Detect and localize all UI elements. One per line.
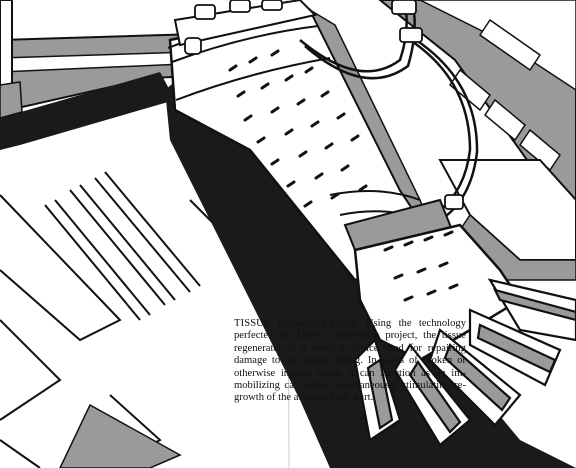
tissue-regenerator-caption: TISSUE REGENERATOR: Using the technology… (234, 318, 466, 405)
floor-lower-gray (59, 403, 182, 468)
pillar-left-base (0, 81, 23, 119)
cast-vent-slits (228, 49, 368, 208)
glove-vent-slits (383, 230, 459, 302)
tube-connectors (391, 0, 464, 210)
wall-shadow (0, 72, 175, 150)
caption-title: TISSUE REGENERATOR: (234, 318, 359, 329)
caption-body: Using the technology perfected for Derec… (234, 318, 466, 404)
cast-top-cap (173, 0, 317, 47)
cap-knobs (184, 0, 283, 55)
right-panel-slots (449, 18, 561, 172)
glove-fingers (353, 278, 576, 447)
right-panel-light (419, 0, 576, 91)
